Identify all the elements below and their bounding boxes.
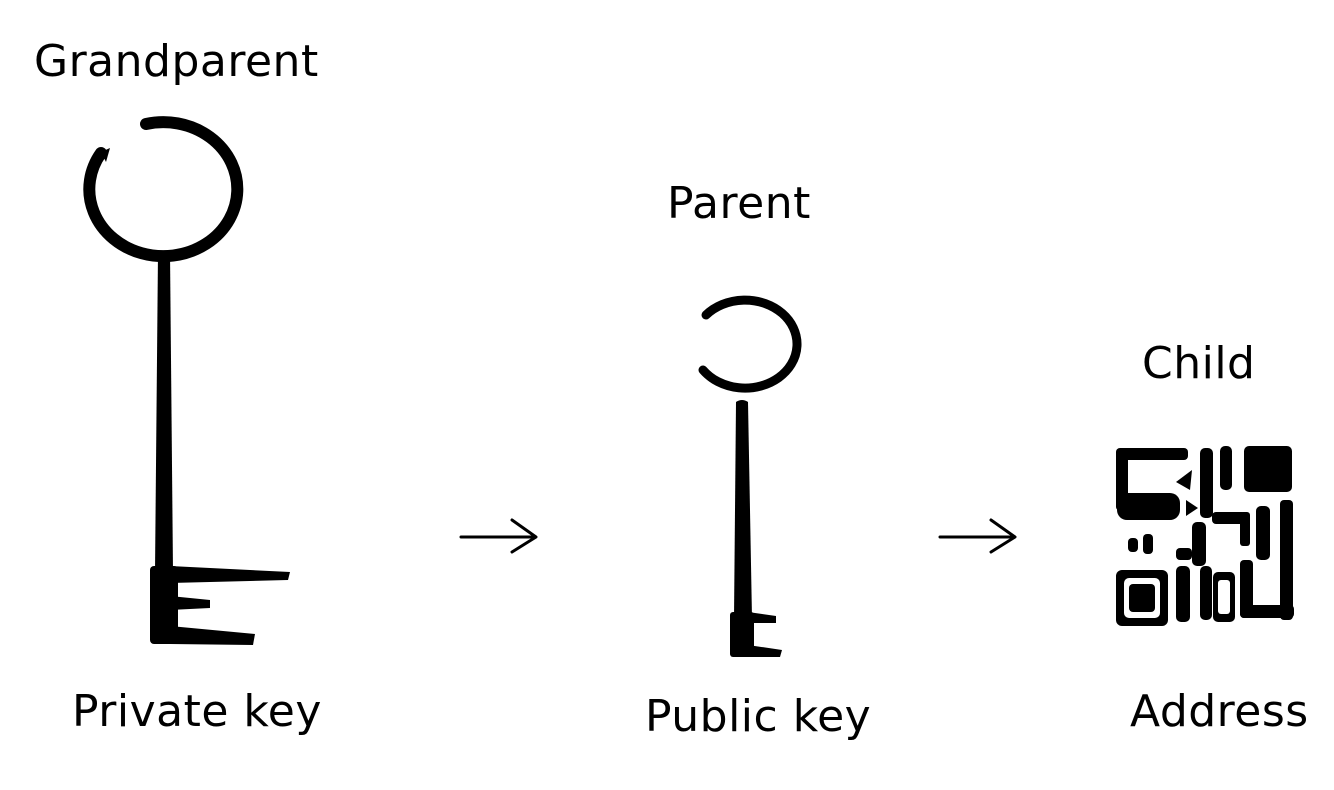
- child-label: Child: [1142, 338, 1256, 389]
- qr-code-icon: [1116, 446, 1294, 626]
- right-arrow-icon: [938, 518, 1017, 554]
- small-key-icon: [698, 295, 802, 657]
- private-key-label: Private key: [72, 686, 322, 737]
- right-arrow-icon: [459, 518, 538, 554]
- address-label: Address: [1130, 686, 1309, 737]
- parent-label: Parent: [667, 178, 811, 229]
- large-key-icon: [83, 116, 290, 645]
- public-key-label: Public key: [645, 691, 872, 742]
- grandparent-label: Grandparent: [34, 36, 319, 87]
